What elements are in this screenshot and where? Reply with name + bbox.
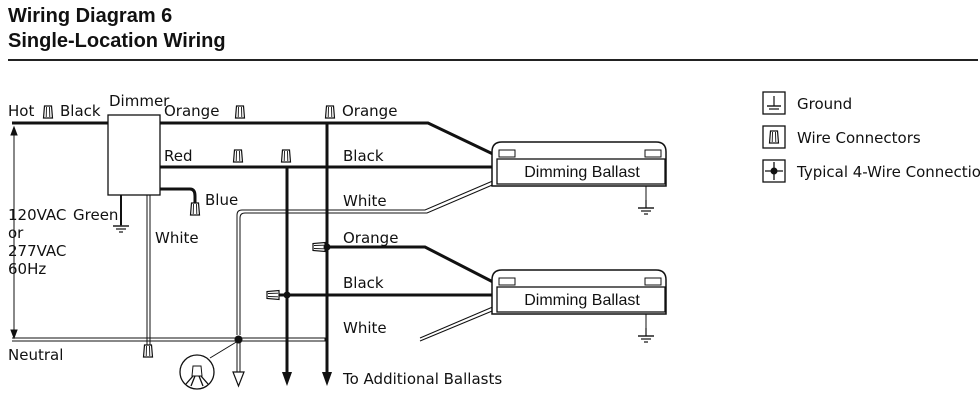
legend-ground-label: Ground (797, 95, 852, 113)
ground-icon (762, 91, 786, 115)
legend: Ground Wire Connectors Typical 4-Wire Co… (762, 91, 980, 183)
dimmer-box (107, 114, 161, 196)
green-label: Green (73, 206, 118, 224)
white-right-label: White (343, 192, 387, 210)
voltage-277-label: 277VAC (8, 242, 66, 260)
hot-label: Hot (8, 102, 34, 120)
dimmer-label: Dimmer (109, 92, 170, 110)
wire-connector-icon (762, 125, 786, 149)
ballast-2-label: Dimming Ballast (524, 292, 640, 309)
dimmer-ground (112, 195, 130, 233)
blue-label: Blue (205, 191, 238, 209)
four-wire-connection-icon (762, 159, 786, 183)
voltage-bracket (10, 125, 18, 340)
neutral-label: Neutral (8, 346, 63, 364)
orange-right-label: Orange (342, 102, 397, 120)
title-rule (8, 59, 978, 61)
ballast-1-label: Dimming Ballast (524, 164, 640, 181)
legend-four-wire-label: Typical 4-Wire Connection (796, 163, 980, 181)
voltage-or-label: or (8, 224, 24, 242)
diagram-subtitle: Single-Location Wiring (8, 30, 226, 52)
voltage-120-label: 120VAC (8, 206, 66, 224)
white-lower-label: White (343, 319, 387, 337)
red-label: Red (164, 147, 193, 165)
orange-dimmer-label: Orange (164, 102, 219, 120)
neutral-wires (12, 179, 498, 372)
black-right-label: Black (343, 147, 384, 165)
wire-labels: Hot Black Dimmer Orange Orange Red Black… (8, 92, 502, 388)
diagram-title: Wiring Diagram 6 (8, 5, 173, 27)
legend-connectors-label: Wire Connectors (797, 129, 921, 147)
ballast-1: Dimming Ballast (491, 141, 667, 215)
arrows (232, 371, 332, 388)
ballast-2: Dimming Ballast (491, 269, 667, 343)
black-hot-label: Black (60, 102, 101, 120)
additional-ballasts-label: To Additional Ballasts (342, 370, 502, 388)
black-lower-label: Black (343, 274, 384, 292)
white-dimmer-label: White (155, 229, 199, 247)
hot-wires (12, 121, 496, 372)
four-wire-detail (179, 340, 239, 390)
orange-lower-label: Orange (343, 229, 398, 247)
voltage-hz-label: 60Hz (8, 260, 46, 278)
